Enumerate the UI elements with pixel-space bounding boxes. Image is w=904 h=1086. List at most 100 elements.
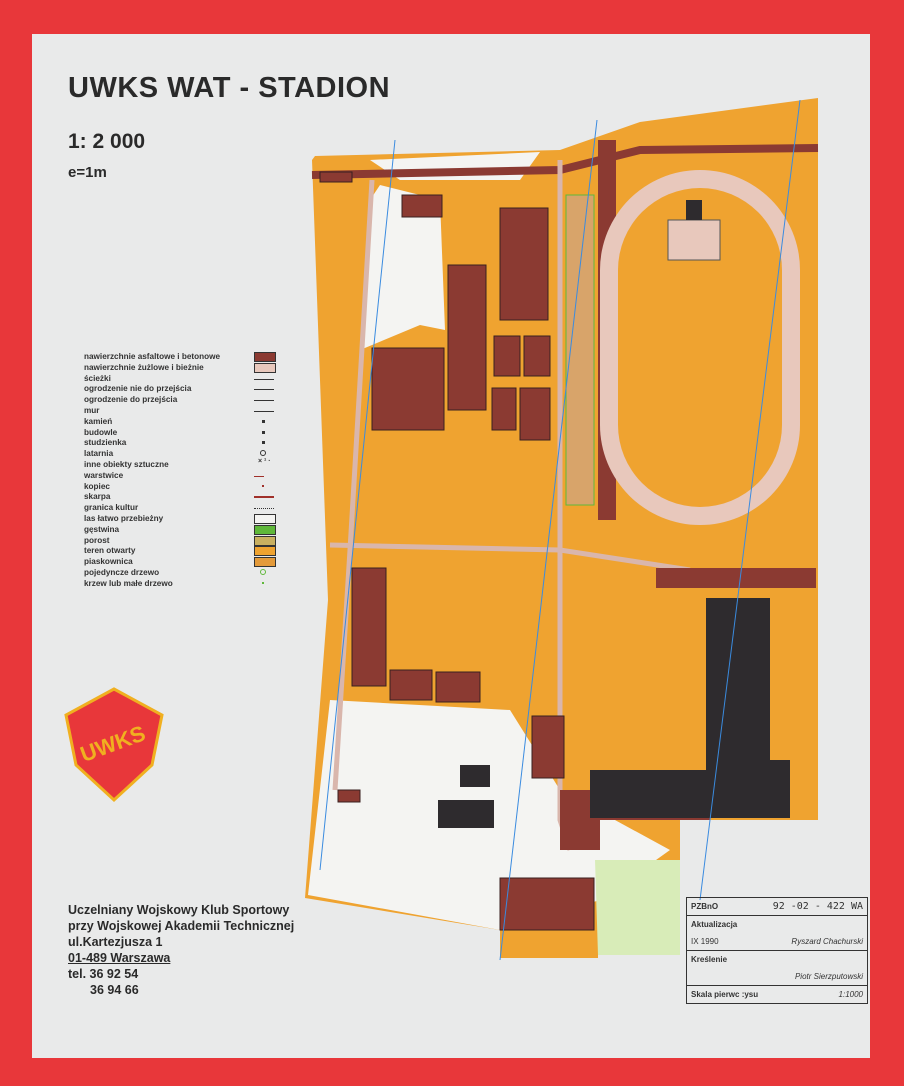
building xyxy=(351,567,387,687)
org-label: PZBnO xyxy=(691,902,719,911)
legend-symbol-icon xyxy=(254,482,274,491)
building xyxy=(447,264,487,411)
legend-symbol-icon xyxy=(254,471,264,477)
legend-symbol-icon xyxy=(254,503,274,510)
legend-label: warstwice xyxy=(84,470,124,480)
club-phone-2: 36 94 66 xyxy=(90,983,139,997)
legend-item: piaskownica xyxy=(84,557,284,568)
north-line xyxy=(499,119,598,961)
legend-item: skarpa xyxy=(84,492,284,503)
legend-label: porost xyxy=(84,535,110,545)
legend-label: gęstwina xyxy=(84,524,120,534)
legend-symbol-icon xyxy=(254,428,274,437)
legend-label: mur xyxy=(84,405,100,415)
legend-symbol-icon xyxy=(254,579,274,588)
legend-label: granica kultur xyxy=(84,503,139,513)
legend-symbol-icon xyxy=(254,535,276,546)
legend-item: inne obiekty sztuczne × ¹ · xyxy=(84,457,284,471)
building xyxy=(435,671,481,703)
legend-symbol-icon xyxy=(254,438,274,447)
legend-symbol-icon xyxy=(254,513,276,524)
map-scale: 1: 2 000 xyxy=(68,130,146,153)
legend-item: kamień xyxy=(84,417,284,428)
legend-item: las łatwo przebieżny xyxy=(84,513,284,525)
legend-item: pojedyncze drzewo xyxy=(84,568,284,579)
legend-item: teren otwarty xyxy=(84,546,284,557)
legend-label: las łatwo przebieżny xyxy=(84,513,164,523)
legend-item: nawierzchnie asfaltowe i betonowe xyxy=(84,352,284,363)
legend-item: budowle xyxy=(84,428,284,439)
legend-label: ogrodzenie do przejścia xyxy=(84,395,178,405)
map-title: UWKS WAT - STADION xyxy=(68,72,391,104)
vegetation-green-strip xyxy=(595,860,680,955)
legend-symbol-icon xyxy=(254,557,276,568)
building xyxy=(389,669,433,701)
legend-symbol-icon xyxy=(254,524,276,535)
legend-item: krzew lub małe drzewo xyxy=(84,579,284,590)
legend-symbol-icon xyxy=(254,406,274,412)
building xyxy=(523,335,551,377)
legend-item: porost xyxy=(84,535,284,547)
legend-symbol-icon: × ¹ · xyxy=(258,457,271,465)
building xyxy=(371,347,445,431)
club-street: ul.Kartezjusza 1 xyxy=(68,935,163,949)
club-address: Uczelniany Wojskowy Klub Sportowy przy W… xyxy=(68,902,294,998)
north-line xyxy=(699,99,801,901)
legend-item: studzienka xyxy=(84,438,284,449)
legend-label: ogrodzenie nie do przejścia xyxy=(84,384,192,394)
club-name: Uczelniany Wojskowy Klub Sportowy xyxy=(68,903,290,917)
building xyxy=(493,335,521,377)
building xyxy=(519,387,551,441)
building xyxy=(491,387,517,431)
building xyxy=(337,789,361,803)
legend-item: mur xyxy=(84,406,284,417)
black-building xyxy=(460,765,490,787)
legend-symbol-icon xyxy=(254,568,274,577)
legend-symbol-icon xyxy=(254,374,274,380)
building xyxy=(401,194,443,218)
legend-item: gęstwina xyxy=(84,524,284,536)
legend-label: kamień xyxy=(84,416,113,426)
legend-label: studzienka xyxy=(84,438,127,448)
legend-label: inne obiekty sztuczne xyxy=(84,459,169,469)
legend-symbol-icon xyxy=(254,417,274,426)
building xyxy=(499,207,549,321)
update-date: IX 1990 xyxy=(691,937,719,946)
forest-area-top xyxy=(360,185,445,350)
club-city: 01-489 Warszawa xyxy=(68,951,171,965)
black-building-main xyxy=(590,598,790,818)
update-label: Aktualizacja xyxy=(691,920,738,929)
legend-label: piaskownica xyxy=(84,557,133,567)
building xyxy=(319,171,353,183)
legend-item: kopiec xyxy=(84,482,284,493)
legend-label: krzew lub małe drzewo xyxy=(84,578,173,588)
legend-label: nawierzchnie asfaltowe i betonowe xyxy=(84,352,221,361)
north-line xyxy=(319,139,396,871)
legend-label: teren otwarty xyxy=(84,546,136,556)
legend-symbol-icon xyxy=(254,449,274,458)
legend-item: latarnia xyxy=(84,449,284,460)
stand-building xyxy=(667,219,721,261)
legend-label: pojedyncze drzewo xyxy=(84,567,160,577)
legend-label: ścieżki xyxy=(84,373,111,383)
legend-symbol-icon xyxy=(254,546,276,557)
drawing-author: Piotr Sierzputowski xyxy=(794,972,863,981)
legend-label: budowle xyxy=(84,427,118,437)
legend-symbol-icon xyxy=(254,492,274,499)
black-building xyxy=(438,800,494,828)
legend-label: skarpa xyxy=(84,492,111,502)
legend-label: latarnia xyxy=(84,449,114,459)
contour-interval: e=1m xyxy=(68,164,107,181)
club-logo: UWKS xyxy=(64,687,164,803)
legend-item: warstwice xyxy=(84,471,284,482)
drawing-label: Kreślenie xyxy=(691,955,728,964)
building xyxy=(531,715,565,779)
legend-symbol-icon xyxy=(254,395,274,402)
legend-symbol-icon xyxy=(254,362,276,373)
club-phone: tel. 36 92 54 xyxy=(68,967,139,981)
legend-symbol-icon xyxy=(254,352,276,362)
legend-item: ścieżki xyxy=(84,374,284,385)
